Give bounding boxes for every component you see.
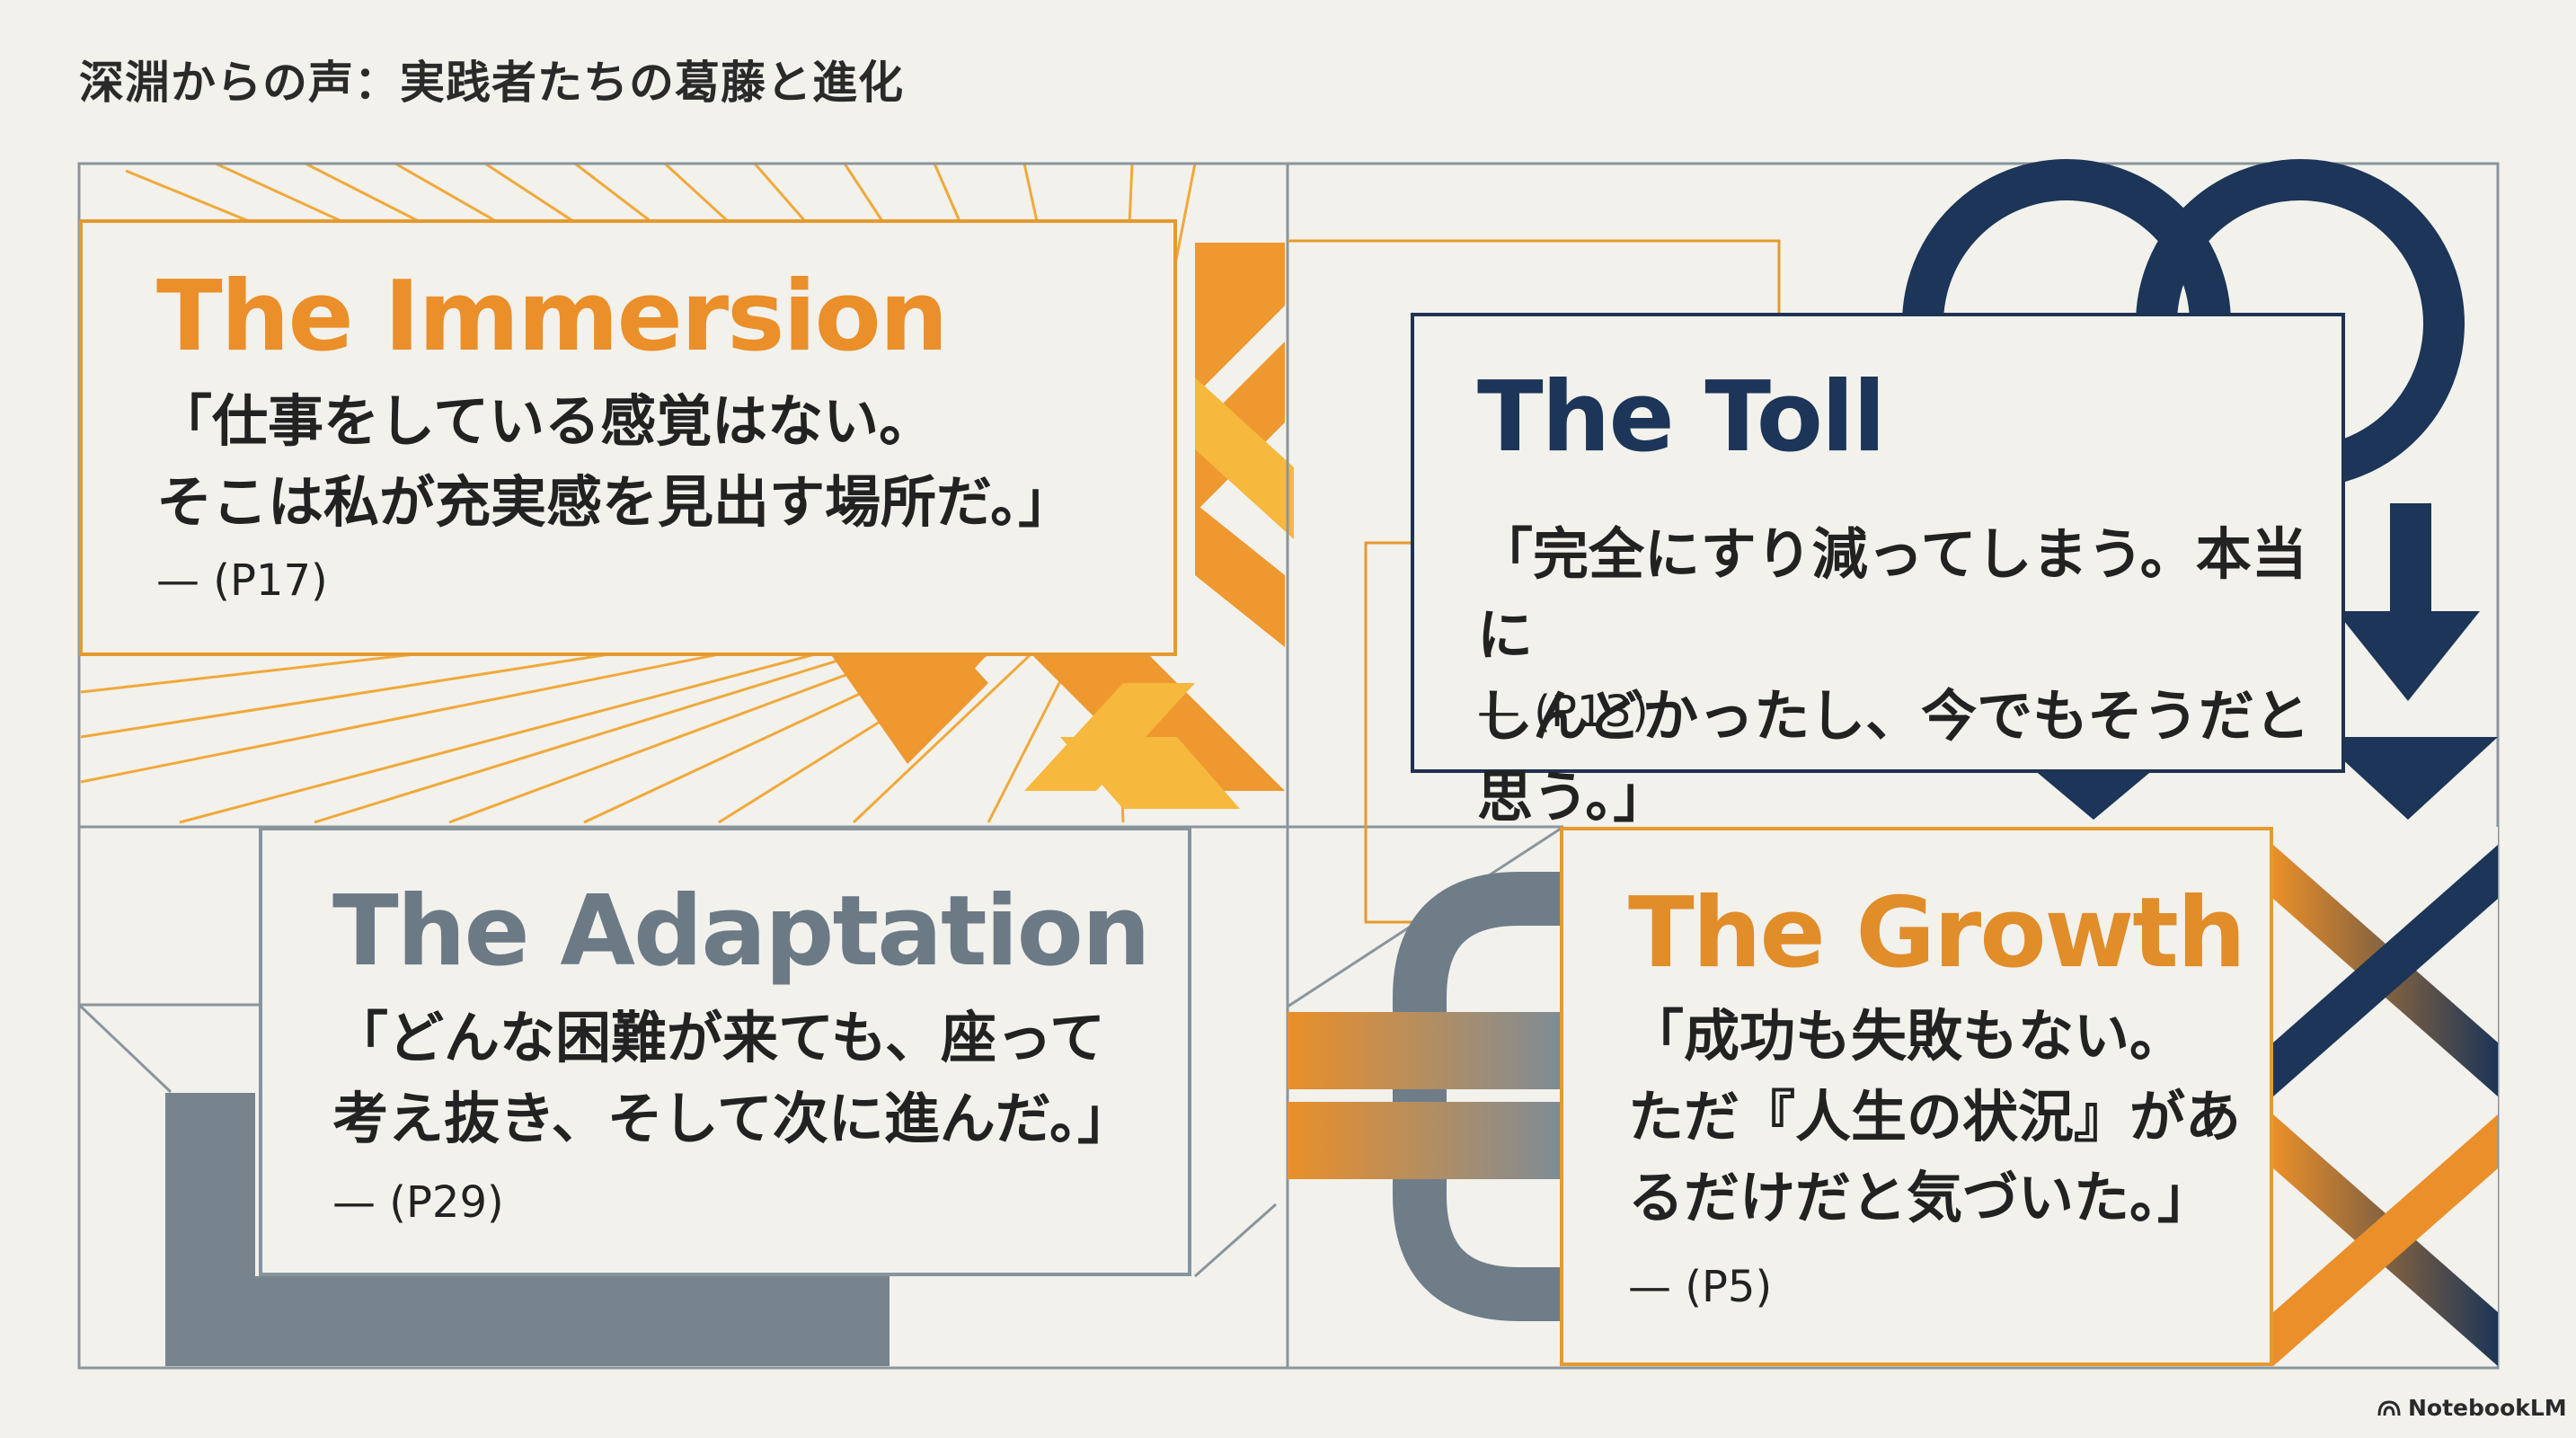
card-heading: The Toll <box>1477 361 1886 474</box>
card-source: — (P29) <box>332 1177 504 1228</box>
card-growth: The Growth 「成功も失敗もない。 ただ『人生の状況』があ るだけだと気… <box>1560 827 2273 1366</box>
card-source: — (P17) <box>156 555 328 606</box>
card-heading: The Growth <box>1628 877 2246 990</box>
card-immersion: The Immersion 「仕事をしている感覚はない。 そこは私が充実感を見出… <box>79 219 1177 656</box>
brand-logo: NotebookLM <box>2377 1395 2567 1421</box>
card-heading: The Immersion <box>156 261 949 373</box>
card-source: — (P13) <box>1477 687 1649 737</box>
card-toll: The Toll 「完全にすり減ってしまう。本当に しんどかったし、今でもそうだ… <box>1411 313 2345 830</box>
card-heading: The Adaptation <box>332 875 1151 988</box>
card-quote: 「どんな困難が来ても、座って 考え抜き、そして次に進んだ。」 <box>332 1005 1133 1151</box>
card-quote: 「仕事をしている感覚はない。 そこは私が充実感を見出す場所だ。」 <box>156 388 1075 535</box>
growth-chains <box>1288 827 2498 1366</box>
card-quote: 「完全にすり減ってしまう。本当に しんどかったし、今でもそうだと思う。」 <box>1477 521 2310 830</box>
notebooklm-icon <box>2377 1399 2401 1416</box>
page-title: 深淵からの声：実践者たちの葛藤と進化 <box>79 57 904 109</box>
card-source: — (P5) <box>1628 1262 1773 1312</box>
brand-name: NotebookLM <box>2408 1395 2567 1421</box>
card-quote: 「成功も失敗もない。 ただ『人生の状況』があ るだけだと気づいた。」 <box>1628 1003 2242 1230</box>
card-adaptation: The Adaptation 「どんな困難が来ても、座って 考え抜き、そして次に… <box>259 827 1191 1276</box>
